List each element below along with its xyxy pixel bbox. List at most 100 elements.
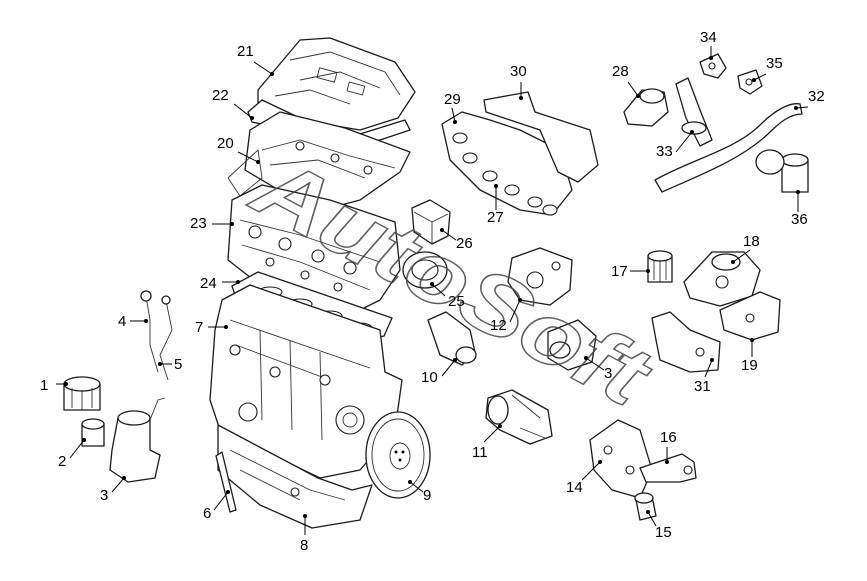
part-14-engine-mount [589,419,653,499]
callout-number-33: 33 [656,143,673,160]
callout-number-17: 17 [611,263,628,280]
callout-dot-29 [453,120,457,124]
callout-dot-15 [646,510,650,514]
callout-30: 30 [510,63,527,100]
callout-number-32: 32 [808,88,825,105]
callout-dot-1 [64,382,68,386]
callout-number-9: 9 [423,487,431,504]
callout-dot-11 [498,424,502,428]
callout-leader-2 [69,439,85,459]
callout-number-22: 22 [212,87,229,104]
callout-21: 21 [237,43,274,76]
callout-24: 24 [200,275,240,292]
callout-number-6: 6 [203,505,211,522]
callout-28: 28 [612,63,640,98]
callout-33: 33 [656,130,694,160]
callout-leader-21 [253,61,273,75]
callout-dot-33 [690,130,694,134]
part-19-bracket [719,291,781,341]
callout-number-11: 11 [472,444,488,461]
callout-dot-3b [584,356,588,360]
callout-number-7: 7 [195,319,203,336]
callout-dot-5 [158,362,162,366]
callout-20: 20 [217,135,260,164]
callout-number-18: 18 [743,233,760,250]
callout-number-3: 3 [100,487,108,504]
callout-number-12: 12 [490,317,507,334]
callout-dot-21 [270,72,274,76]
callout-dot-32 [794,106,798,110]
callout-25: 25 [430,282,465,310]
part-8-oil-pan [217,424,373,529]
callout-dot-30 [519,96,523,100]
callout-number-16: 16 [660,429,677,446]
callout-leader-32 [795,106,809,109]
part-34-sensor [699,53,727,79]
callout-dot-16 [665,460,669,464]
callout-34: 34 [700,29,717,60]
callout-leader-3 [111,477,125,493]
callout-number-34: 34 [700,29,717,46]
callout-dot-27 [494,184,498,188]
callout-dot-22 [250,116,254,120]
callout-35: 35 [752,55,783,82]
callout-leader-20 [237,151,259,163]
part-9-flywheel [365,411,431,499]
part-33-coolant-pipe [675,77,713,147]
part-27-exhaust-manifold [441,111,573,216]
part-2-filter-cartridge [81,418,105,447]
callout-number-4: 4 [118,313,126,330]
callout-22: 22 [212,87,254,120]
callout-27: 27 [487,184,504,226]
callout-15: 15 [646,510,672,541]
part-3-oil-filter-housing [109,397,166,483]
callout-dot-28 [636,94,640,98]
callout-dot-8 [303,514,307,518]
callout-dot-17 [646,269,650,273]
callout-number-1: 1 [40,377,48,394]
callout-number-30: 30 [510,63,527,80]
callout-dot-2 [82,438,86,442]
callout-dot-7 [224,325,228,329]
part-30-heat-shield [483,91,599,183]
callout-dot-23 [230,222,234,226]
callout-32: 32 [794,88,825,110]
callout-19: 19 [741,338,758,374]
callout-16: 16 [660,429,677,464]
callout-number-19: 19 [741,357,758,374]
callout-number-31: 31 [694,378,711,395]
part-32-coolant-hose [654,103,803,193]
callout-number-36: 36 [791,211,808,228]
callout-number-29: 29 [444,91,461,108]
callout-dot-12 [518,298,522,302]
callout-23: 23 [190,215,234,232]
callout-dot-19 [750,338,754,342]
part-15-rubber-bush [634,492,657,521]
callout-layer: 1233456789101112141516171819202122232425… [40,29,825,554]
callout-number-20: 20 [217,135,234,152]
callout-dot-26 [440,228,444,232]
callout-dot-36 [796,190,800,194]
callout-dot-3 [122,476,126,480]
callout-18: 18 [731,233,760,264]
callout-5: 5 [158,356,182,373]
callout-11: 11 [472,424,502,461]
callout-leader-31 [704,359,713,378]
part-18-filter-head [683,251,761,307]
callout-number-25: 25 [448,293,465,310]
callout-number-10: 10 [421,369,438,386]
part-7-engine-block [209,284,403,479]
callout-dot-25 [430,282,434,286]
callout-number-5: 5 [174,356,182,373]
part-25-gasket-ring [402,251,448,289]
part-10-thermostat-housing [427,311,477,366]
callout-number-26: 26 [456,235,473,252]
part-36-filter-canister [755,149,809,193]
callout-dot-34 [709,56,713,60]
callout-10: 10 [421,358,457,386]
callout-dot-18 [731,260,735,264]
callout-number-15: 15 [655,524,672,541]
part-35-sensor [737,69,763,95]
callout-leader-25 [431,283,446,297]
